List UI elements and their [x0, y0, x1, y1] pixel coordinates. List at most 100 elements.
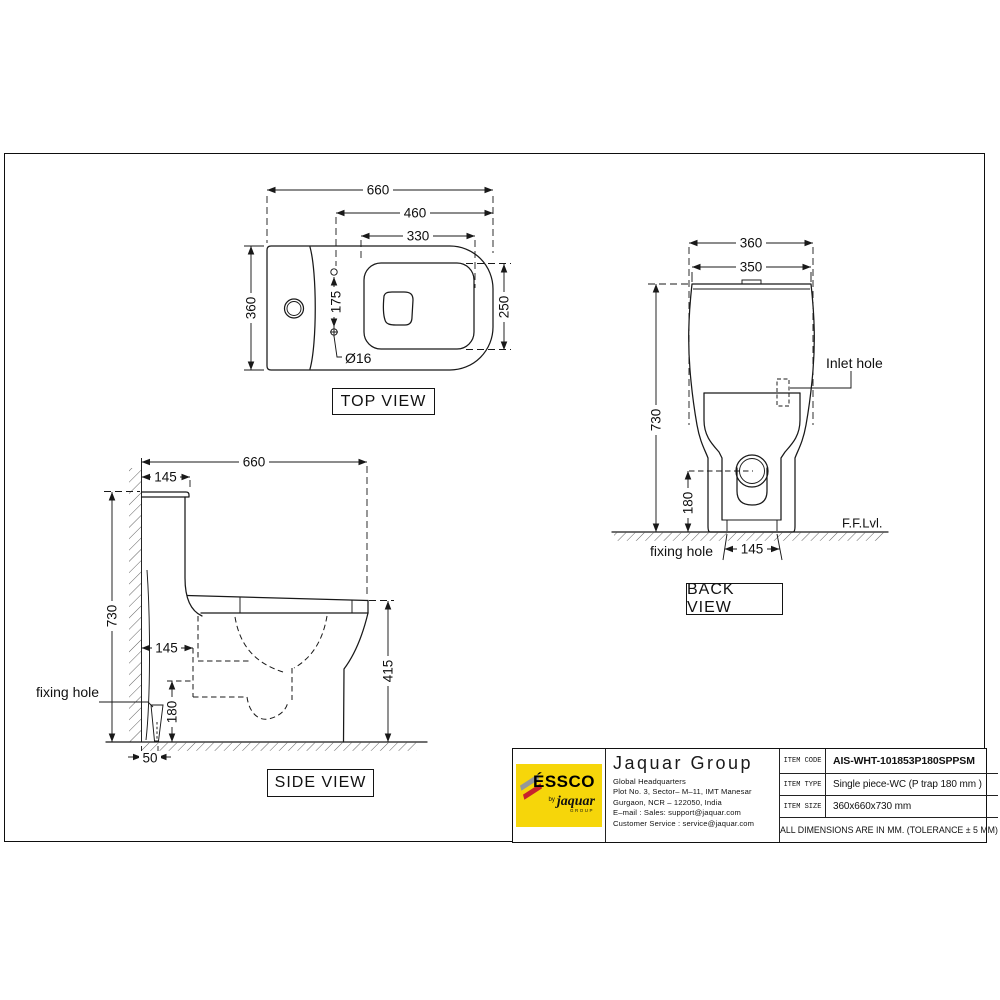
floor-hatch: [141, 742, 417, 751]
body-outline: [688, 283, 815, 533]
dim-side-180: 180: [165, 680, 194, 742]
dim-back-145: 145: [722, 533, 783, 561]
item-type-label: ITEM TYPE: [780, 774, 826, 795]
dim-side-50: 50: [128, 746, 171, 766]
dim-back-180: 180: [681, 471, 696, 532]
wall-hatch: [129, 468, 142, 742]
address-line: Customer Service : service@jaquar.com: [613, 818, 755, 828]
item-size-row: ITEM SIZE 360x660x730 mm: [780, 796, 998, 818]
item-size-value: 360x660x730 mm: [833, 801, 912, 812]
svg-text:660: 660: [367, 183, 390, 198]
tank-lid: [140, 491, 190, 498]
svg-text:460: 460: [404, 206, 427, 221]
dia16-leader: [333, 335, 342, 358]
bowl-front: [342, 612, 369, 743]
address-line: Gurgaon, NCR – 122050, India: [613, 797, 722, 807]
dim-top-360: 360: [244, 245, 264, 371]
logo-by: by: [548, 797, 555, 803]
back-fixing-hole-label: fixing hole: [650, 543, 713, 559]
svg-text:330: 330: [407, 229, 430, 244]
bowl-inner-front-hidden: [293, 615, 328, 669]
dim-side-660: 660: [141, 455, 368, 598]
dim-back-350: 350: [691, 260, 812, 282]
svg-text:730: 730: [105, 605, 120, 628]
logo-essco-text: ÉSSCO: [533, 772, 596, 791]
svg-text:360: 360: [244, 297, 259, 320]
company-name: Jaquar Group: [613, 753, 754, 773]
dim-side-730: 730: [104, 491, 140, 742]
item-code-label: ITEM CODE: [780, 749, 826, 773]
water-spot: [382, 291, 414, 326]
fixing-lug: [150, 704, 164, 742]
item-code-row: ITEM CODE AIS-WHT-101853P180SPPSM: [780, 749, 998, 774]
dim-top-460: 460: [335, 206, 493, 266]
flush-button-outer: [283, 298, 305, 319]
back-view-linework: [611, 279, 889, 541]
flush-button-tab: [741, 279, 762, 285]
ffl-label: F.F.Lvl.: [842, 516, 882, 531]
svg-text:145: 145: [741, 542, 764, 557]
address-line: E–mail : Sales: support@jaquar.com: [613, 808, 742, 818]
dim-side-145-top: 145: [141, 470, 191, 491]
dim-top-175: 175: [329, 277, 344, 327]
svg-text:415: 415: [381, 660, 396, 683]
side-fixing-hole-callout: fixing hole: [36, 684, 154, 708]
svg-text:50: 50: [142, 751, 157, 766]
trap-shroud: [736, 467, 768, 506]
svg-text:Inlet hole: Inlet hole: [826, 355, 883, 371]
svg-text:250: 250: [497, 296, 512, 319]
hinge-hole-top: [330, 268, 338, 276]
tank-front: [184, 496, 203, 617]
side-view: 660 145 730 145: [36, 455, 428, 766]
back-view-label: BACK VIEW: [686, 581, 783, 616]
svg-text:360: 360: [740, 236, 763, 251]
top-view: 660 460 330 360: [244, 183, 512, 371]
item-type-row: ITEM TYPE Single piece-WC (P trap 180 mm…: [780, 774, 998, 796]
item-size-label: ITEM SIZE: [780, 796, 826, 817]
item-table: ITEM CODE AIS-WHT-101853P180SPPSM ITEM T…: [780, 749, 998, 842]
dia16-label: Ø16: [345, 350, 372, 366]
svg-text:175: 175: [329, 291, 344, 314]
logo-group: GROUP: [569, 808, 594, 813]
tolerance-note: ALL DIMENSIONS ARE IN MM. (TOLERANCE ± 5…: [780, 825, 998, 835]
company-cell: Jaquar Group Global Headquarters Plot No…: [606, 749, 780, 842]
side-view-label: SIDE VIEW: [267, 769, 374, 797]
dim-side-145-mid: 145: [141, 641, 193, 656]
dim-top-660: 660: [266, 183, 494, 253]
top-view-linework: [266, 245, 494, 371]
svg-text:fixing hole: fixing hole: [36, 684, 99, 700]
svg-text:180: 180: [681, 492, 696, 515]
top-view-label: TOP VIEW: [332, 388, 435, 415]
svg-text:660: 660: [243, 455, 266, 470]
svg-text:730: 730: [649, 409, 664, 432]
svg-text:180: 180: [165, 701, 180, 724]
svg-text:145: 145: [155, 641, 178, 656]
side-view-linework: [105, 458, 428, 751]
svg-text:350: 350: [740, 260, 763, 275]
seat-top: [186, 594, 369, 602]
tank-back-curve: [145, 569, 150, 741]
seat-ring: [363, 262, 475, 350]
logo-jaquar: jaquar: [556, 794, 595, 809]
item-type-value: Single piece-WC (P trap 180 mm ): [833, 779, 982, 790]
tank-edge: [309, 246, 316, 370]
item-code-value: AIS-WHT-101853P180SPPSM: [833, 755, 975, 767]
svg-text:145: 145: [154, 470, 177, 485]
trap-hidden: [246, 696, 289, 720]
company-address: Global Headquarters Plot No. 3, Sector– …: [613, 777, 773, 829]
bowl-inner-back-hidden: [234, 616, 284, 673]
floor-hatch: [614, 532, 884, 541]
dim-top-250: 250: [466, 263, 512, 350]
back-view: 360 350 730 180: [611, 236, 889, 561]
flush-button-inner: [286, 301, 302, 316]
dim-back-360: 360: [688, 236, 814, 425]
dim-back-730: 730: [648, 283, 690, 532]
address-line: Plot No. 3, Sector– M–11, IMT Manesar: [613, 787, 752, 797]
back-inlet-callout: Inlet hole: [790, 355, 883, 389]
